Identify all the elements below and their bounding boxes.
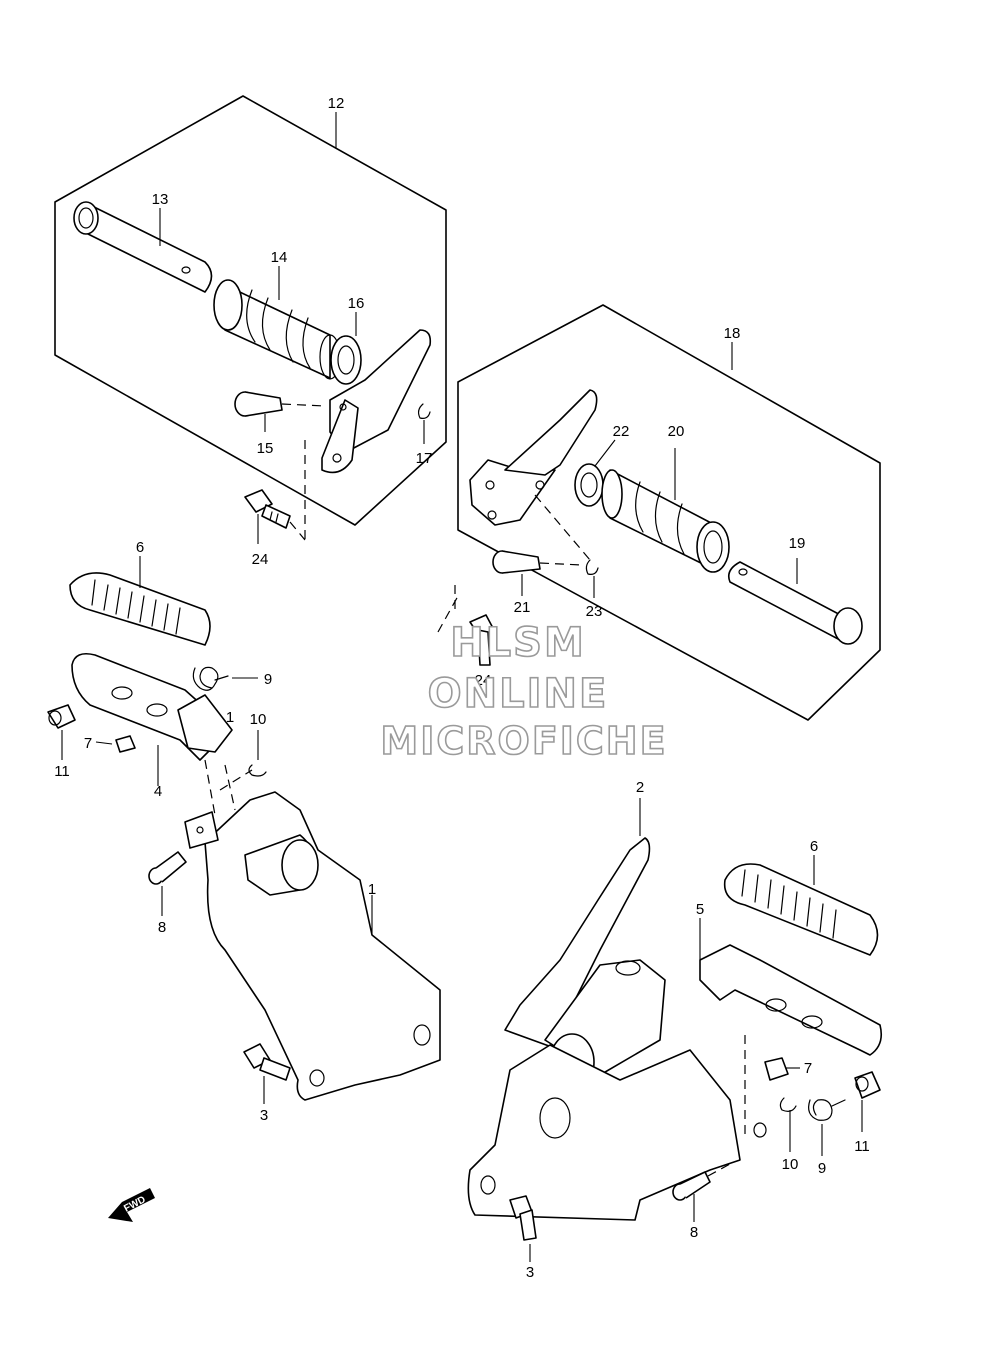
callout-22: 22 bbox=[613, 423, 630, 440]
part-17-clip bbox=[417, 403, 431, 444]
part-6-footrest-rubber-right bbox=[723, 855, 879, 956]
part-15-pin bbox=[234, 391, 326, 432]
callout-23: 23 bbox=[586, 603, 603, 620]
callout-19: 19 bbox=[789, 535, 806, 552]
part-6-footrest-rubber-left bbox=[69, 556, 211, 646]
callout-7-right: 7 bbox=[804, 1060, 812, 1077]
callout-11-right: 11 bbox=[854, 1138, 870, 1155]
callout-labels: 12 13 14 16 15 17 24 18 22 20 19 21 23 2… bbox=[54, 95, 870, 1281]
callout-1: 1 bbox=[368, 881, 376, 898]
callout-16: 16 bbox=[348, 295, 365, 312]
watermark: HLSM ONLINE MICROFICHE bbox=[380, 619, 667, 764]
part-4-footrest-left bbox=[71, 652, 233, 786]
part-8-pin-left bbox=[148, 851, 187, 916]
callout-9-right: 9 bbox=[818, 1160, 826, 1177]
part-21-pin bbox=[492, 550, 583, 596]
part-5-footrest-right bbox=[699, 918, 883, 1140]
watermark-line1: HLSM bbox=[450, 620, 586, 666]
part-2-bracket-right bbox=[467, 798, 767, 1221]
part-9-spring-right bbox=[808, 1099, 846, 1156]
callout-10-right: 10 bbox=[782, 1156, 799, 1173]
part-23-clip bbox=[585, 559, 599, 598]
callout-12: 12 bbox=[328, 95, 345, 112]
part-10-clip-right bbox=[779, 1097, 797, 1152]
callout-3-left: 3 bbox=[260, 1107, 268, 1124]
callout-24-upper: 24 bbox=[252, 551, 269, 568]
part-upper-left-bracket bbox=[304, 329, 432, 545]
assembly-12-box bbox=[54, 95, 447, 526]
fwd-label: FWD bbox=[122, 1194, 147, 1214]
part-1-bracket-left bbox=[184, 759, 441, 1101]
callout-4: 4 bbox=[154, 783, 162, 800]
part-8-pin-right bbox=[672, 1163, 731, 1222]
part-7-nut-left bbox=[95, 735, 136, 753]
callout-7-left: 7 bbox=[84, 735, 92, 752]
watermark-line2: ONLINE bbox=[428, 671, 609, 717]
callout-8-left: 8 bbox=[158, 919, 166, 936]
callout-6-left: 6 bbox=[136, 539, 144, 556]
part-13-pin bbox=[73, 201, 213, 293]
part-3-bolt-right bbox=[509, 1195, 537, 1262]
callout-8-right: 8 bbox=[690, 1224, 698, 1241]
assembly-18-box bbox=[457, 304, 881, 721]
callout-17: 17 bbox=[416, 450, 433, 467]
part-16-washer bbox=[330, 312, 362, 385]
part-3-bolt-left bbox=[243, 1043, 291, 1104]
callout-5: 5 bbox=[696, 901, 704, 918]
callout-6-right: 6 bbox=[810, 838, 818, 855]
part-20-rubber bbox=[601, 448, 730, 573]
callout-9-left: 9 bbox=[264, 671, 272, 688]
watermark-line3: MICROFICHE bbox=[380, 719, 667, 763]
part-9-spring-left bbox=[192, 666, 258, 691]
callout-20: 20 bbox=[668, 423, 685, 440]
part-10-clip-left bbox=[219, 730, 267, 791]
callout-2: 2 bbox=[636, 779, 644, 796]
part-19-pin bbox=[727, 558, 863, 645]
part-11-adjuster-left bbox=[47, 704, 76, 760]
callout-24-right: 24 bbox=[475, 672, 492, 689]
callout-21: 21 bbox=[514, 599, 531, 616]
fwd-arrow-icon bbox=[108, 1188, 155, 1222]
callout-13: 13 bbox=[152, 191, 169, 208]
part-24-bolt-right bbox=[437, 595, 495, 666]
callout-15: 15 bbox=[257, 440, 274, 457]
part-11-adjuster-right bbox=[854, 1071, 881, 1132]
part-14-rubber bbox=[213, 266, 341, 380]
callout-18: 18 bbox=[724, 325, 741, 342]
part-upper-right-bracket bbox=[454, 389, 598, 610]
callout-1-small: 1 bbox=[226, 709, 234, 726]
part-24-bolt-upper bbox=[244, 489, 306, 544]
callout-3-right: 3 bbox=[526, 1264, 534, 1281]
callout-10-left: 10 bbox=[250, 711, 267, 728]
callout-11-left: 11 bbox=[54, 763, 70, 780]
part-7-nut-right bbox=[764, 1057, 800, 1081]
callout-14: 14 bbox=[271, 249, 288, 266]
